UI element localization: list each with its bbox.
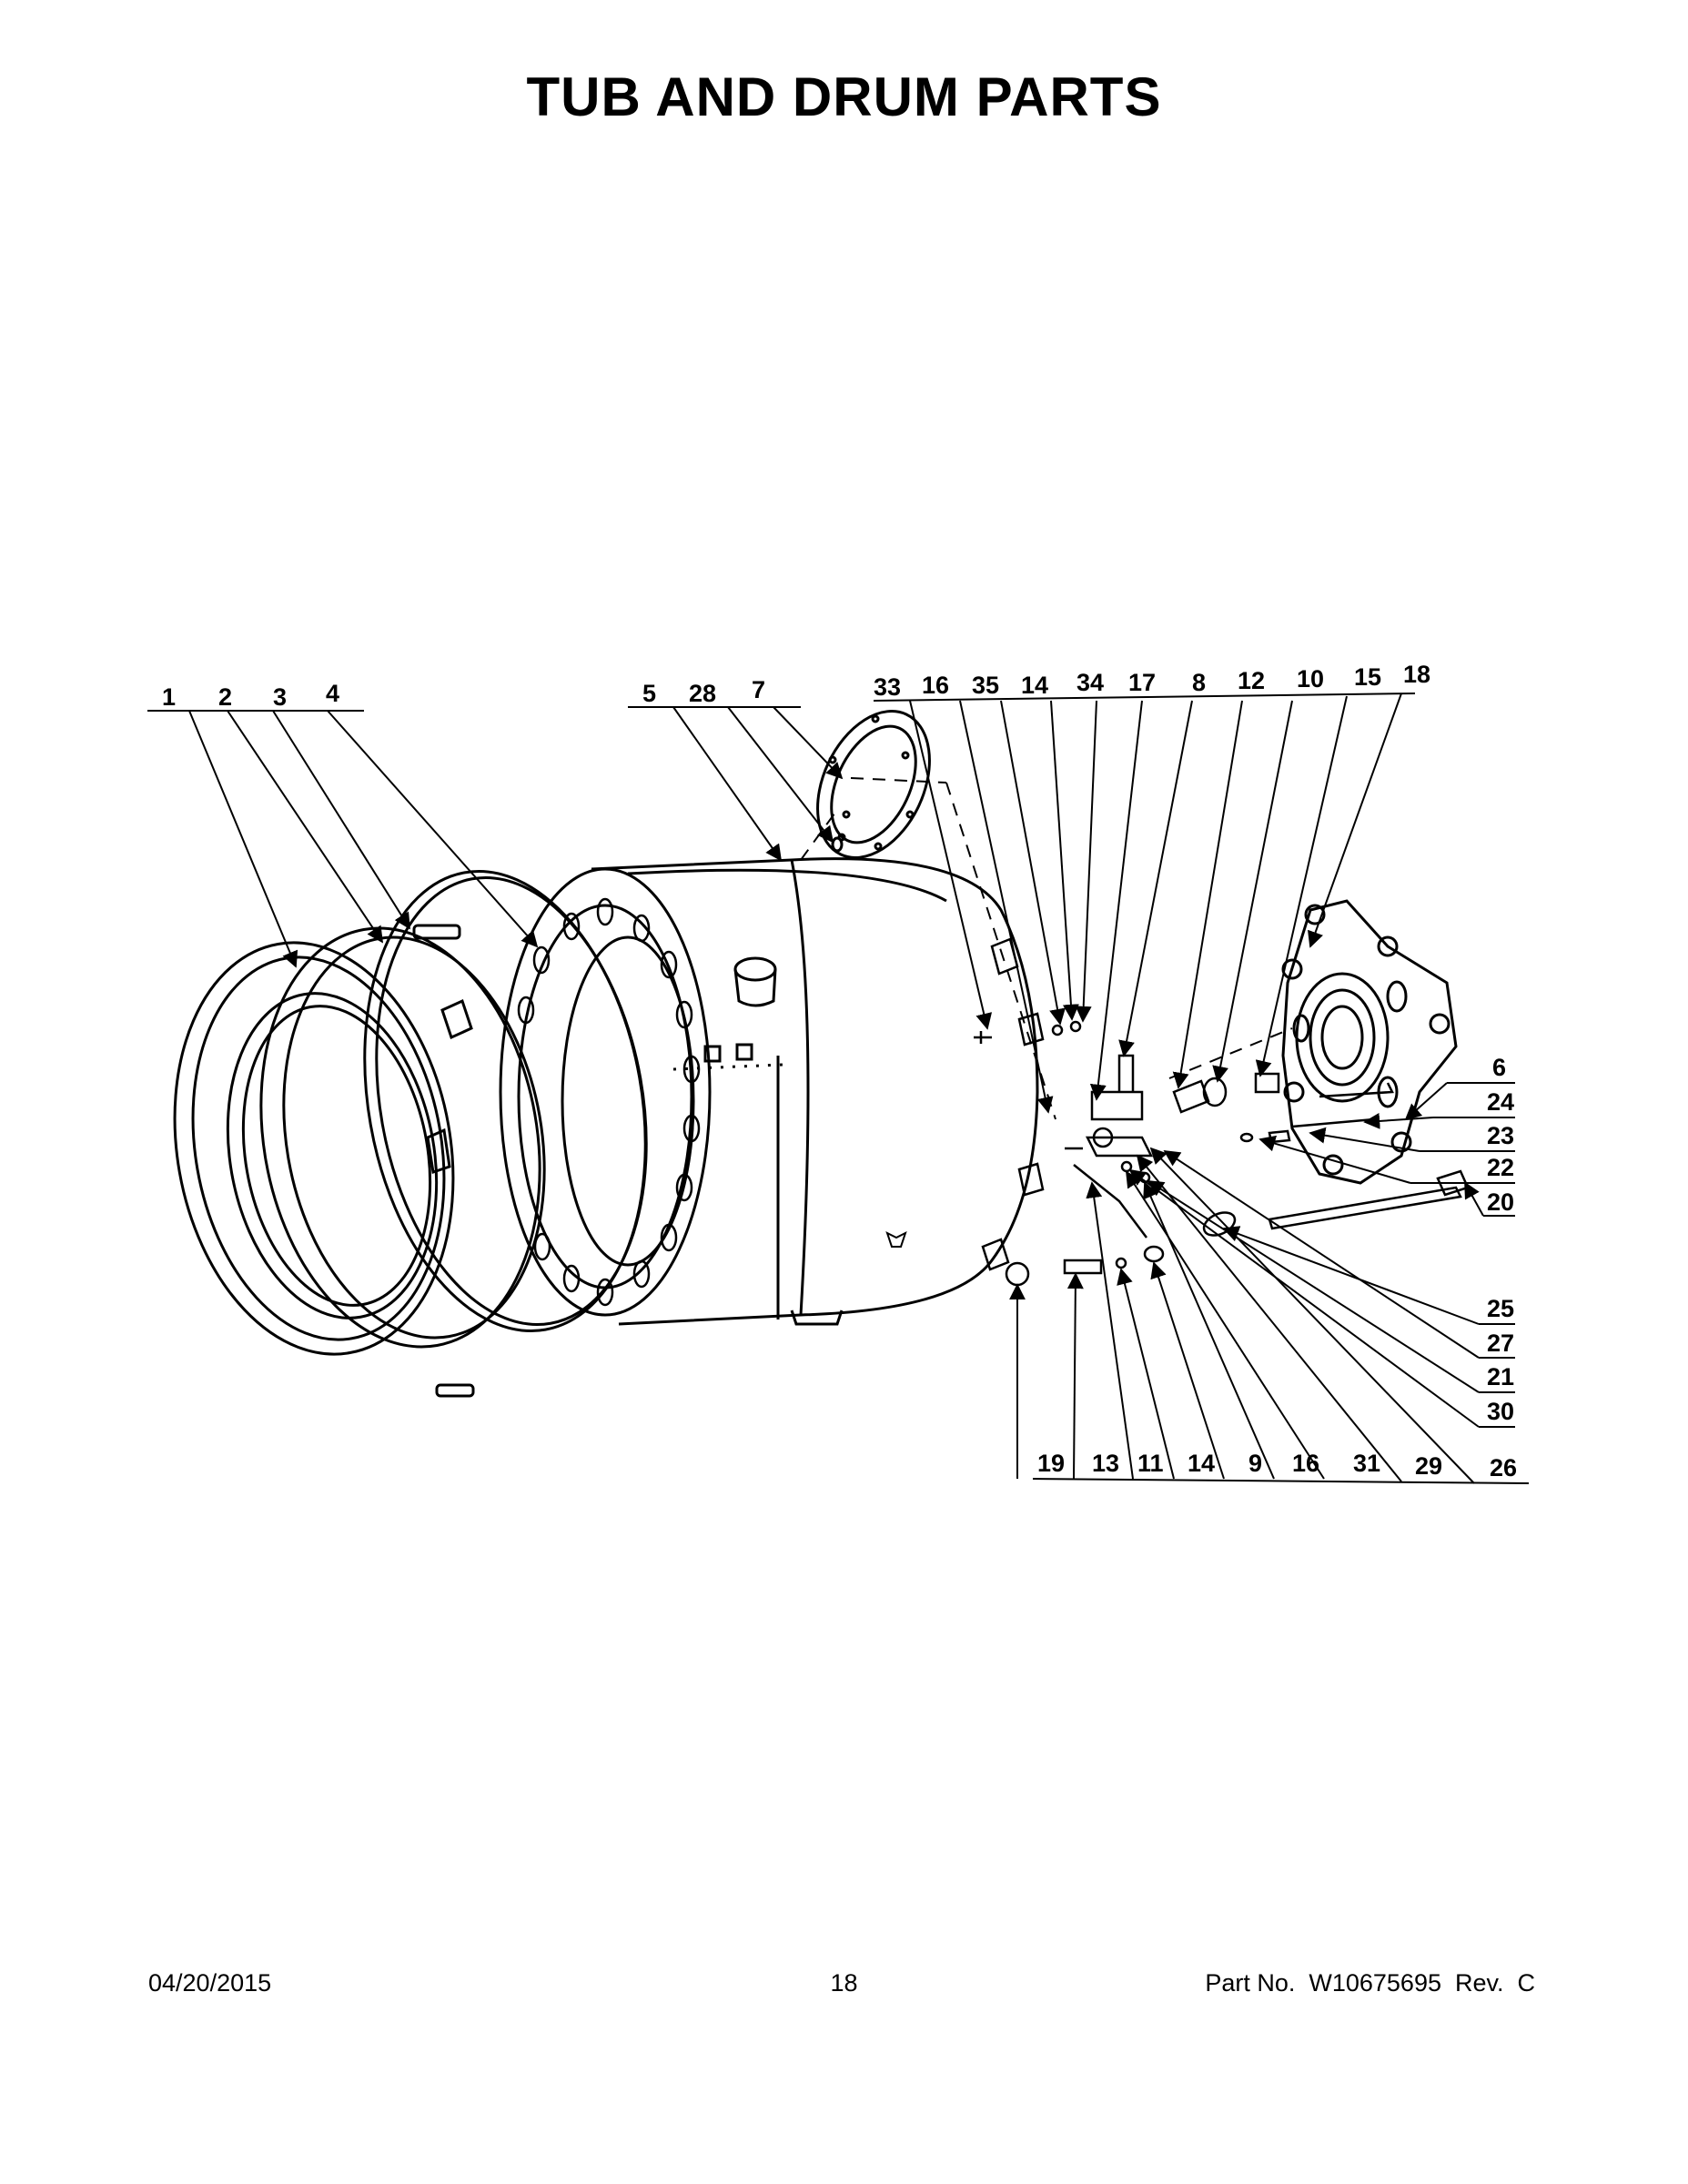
callout-7: 7 <box>752 676 765 703</box>
callout-14-bottom: 14 <box>1188 1450 1215 1477</box>
callout-30: 30 <box>1487 1398 1514 1425</box>
callout-28: 28 <box>689 680 716 707</box>
callout-24: 24 <box>1487 1088 1514 1116</box>
callout-31: 31 <box>1353 1450 1380 1477</box>
page-title: TUB AND DRUM PARTS <box>526 66 1162 127</box>
footer-date: 04/20/2015 <box>148 1969 272 1997</box>
callout-34: 34 <box>1076 669 1104 696</box>
callout-11: 11 <box>1137 1450 1164 1477</box>
footer-page-number: 18 <box>830 1969 858 1997</box>
callout-19: 19 <box>1037 1450 1065 1477</box>
callout-2: 2 <box>218 683 232 711</box>
callout-27: 27 <box>1487 1330 1514 1357</box>
callout-21: 21 <box>1487 1363 1514 1390</box>
callout-15: 15 <box>1354 663 1381 691</box>
callout-5: 5 <box>642 680 656 707</box>
callout-33: 33 <box>874 673 901 701</box>
callout-14-top: 14 <box>1021 672 1048 699</box>
callout-35: 35 <box>972 672 999 699</box>
callout-25: 25 <box>1487 1295 1514 1322</box>
gasket-plate <box>816 710 931 859</box>
callout-22: 22 <box>1487 1154 1514 1181</box>
callout-10: 10 <box>1297 665 1324 693</box>
callout-17: 17 <box>1128 669 1156 696</box>
callout-leaders <box>147 693 1530 1484</box>
callout-6: 6 <box>1492 1054 1506 1081</box>
footer-part-number: Part No. W10675695 Rev. C <box>1205 1969 1535 1997</box>
callout-1: 1 <box>162 683 176 711</box>
tub-front-holes <box>517 897 701 1307</box>
callout-18: 18 <box>1403 661 1430 688</box>
callout-16-top: 16 <box>922 672 949 699</box>
callout-8: 8 <box>1192 669 1206 696</box>
small-hardware <box>974 937 1470 1287</box>
callout-26: 26 <box>1490 1454 1517 1481</box>
tub-group <box>499 857 1039 1326</box>
callout-16-bottom: 16 <box>1292 1450 1319 1477</box>
callout-9: 9 <box>1248 1450 1262 1477</box>
drum-spider-hub <box>1281 899 1458 1185</box>
callout-29: 29 <box>1415 1452 1442 1480</box>
callout-4: 4 <box>326 680 339 707</box>
callout-3: 3 <box>273 683 287 711</box>
callout-12: 12 <box>1238 667 1265 694</box>
callout-numbers: 1 2 3 4 5 28 7 33 16 35 14 34 17 8 12 10… <box>162 661 1517 1481</box>
callout-13: 13 <box>1092 1450 1119 1477</box>
callout-23: 23 <box>1487 1122 1514 1149</box>
callout-20: 20 <box>1487 1188 1514 1216</box>
